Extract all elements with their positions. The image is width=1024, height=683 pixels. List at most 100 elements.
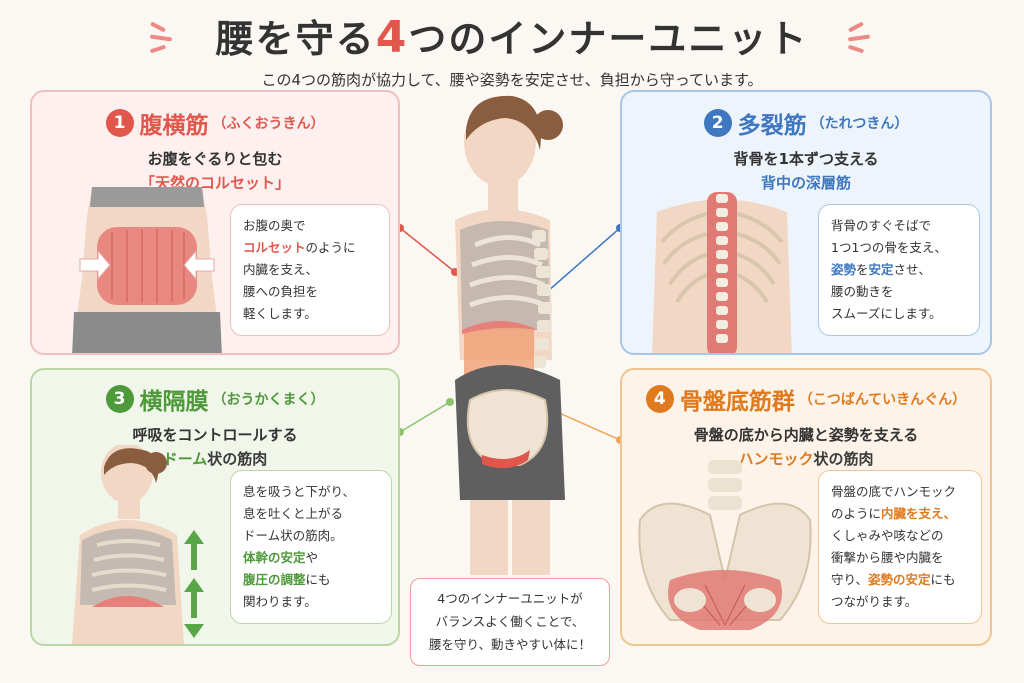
description-line: ドーム状の筋肉。 [243,525,379,547]
card-line1: お腹をぐるりと包む [147,150,283,168]
description-text: お腹の奥で [243,218,306,233]
decoration-lines-right [847,18,871,58]
description-line: 内臓を支え、 [243,259,377,281]
description-line: 背骨のすぐそばで [831,215,967,237]
line2-highlight: ドーム [162,450,208,468]
description-text: 腰の動きを [831,284,894,299]
description-line: 息を吸うと下がり、 [243,481,379,503]
description-line: 骨盤の底でハンモック [831,481,969,503]
description-text: 守り、 [831,572,869,587]
summary-line: 腰を守り、動きやすい体に！ [428,637,591,652]
card-title: 横隔膜 [139,389,209,415]
title-accent: 4 [375,12,409,63]
title-after: つのインナーユニット [408,17,809,61]
card-number: 4 [645,385,674,413]
line2-rest: 状の筋肉 [207,450,268,468]
description-text: 衝撃から腰や内臓を [831,550,944,565]
card-reading: （たれつきん） [810,116,909,132]
description-line: 軽くします。 [243,303,377,325]
spine-back-illustration [652,192,792,353]
card-line2: ドーム状の筋肉 [32,448,398,469]
abdomen-illustration [72,187,222,353]
description-line: 1つ1つの骨を支え、 [831,237,967,259]
description-line: くしゃみや咳などの [831,525,969,547]
description-text: 1つ1つの骨を支え、 [831,240,947,255]
diaphragm-illustration [72,445,184,644]
description-text: や [305,550,319,565]
description-text: スムーズにします。 [831,306,942,321]
pelvis-illustration [638,460,812,630]
description-line: 守り、姿勢の安定にも [831,569,969,591]
card-line2: 背中の深層筋 [760,174,851,192]
card-line1: 背骨を1本ずつ支える [733,150,879,168]
description-text: くしゃみや咳などの [831,528,944,543]
page-title: 腰を守る4つのインナーユニット [0,8,1024,63]
description-text: のように [831,506,882,521]
description-line: 腰の動きを [831,281,967,303]
description-line: 息を吐くと上がる [243,503,379,525]
highlight-text: 姿勢 [831,262,857,277]
highlight-text: 姿勢の安定 [868,572,931,587]
description-line: つながります。 [831,591,969,613]
description-text: させ、 [893,262,932,277]
header: 腰を守る4つのインナーユニット この4つの筋肉が協力して、腰や姿勢を安定させ、負… [0,8,1024,90]
card-reading: （こつばんていきんぐん） [798,392,967,408]
description-line: 腰への負担を [243,281,377,303]
card-reading: （ふくおうきん） [212,116,325,132]
card-title: 腹横筋 [139,113,209,139]
description-text: のように [305,240,356,255]
summary-line: バランスよく働くことで、 [435,614,585,629]
description-text: ドーム状の筋肉。 [243,528,343,543]
card-number: 1 [105,109,134,137]
card-number: 3 [105,385,134,413]
description-text: を [856,262,869,277]
up-down-arrows-icon [184,530,204,638]
summary-box: 4つのインナーユニットが バランスよく働くことで、 腰を守り、動きやすい体に！ [410,578,610,666]
description-line: スムーズにします。 [831,303,967,325]
card-line1: 骨盤の底から内臓と姿勢を支える [693,426,919,444]
description-line: 関わります。 [243,591,379,613]
card-reading: （おうかくまく） [212,392,325,408]
description-text: 背骨のすぐそばで [831,218,932,233]
card-line1: 呼吸をコントロールする [132,426,298,444]
line2-rest: 状の筋肉 [813,450,874,468]
highlight-text: 内臓を支え、 [881,506,957,521]
card-description: お腹の奥でコルセットのように内臓を支え、腰への負担を軽くします。 [230,204,390,336]
summary-line: 4つのインナーユニットが [437,591,583,606]
page-subtitle: この4つの筋肉が協力して、腰や姿勢を安定させ、負担から守っています。 [261,71,763,89]
description-text: 関わります。 [243,594,317,609]
highlight-text: 安定 [868,262,894,277]
card-line2: ハンモック状の筋肉 [622,448,990,469]
description-text: 息を吸うと下がり、 [243,484,356,499]
description-text: 骨盤の底でハンモック [831,484,957,499]
line2-highlight: ハンモック [738,450,814,468]
description-line: 体幹の安定や [243,547,379,569]
description-line: のように内臓を支え、 [831,503,969,525]
description-text: にも [305,572,331,587]
description-line: お腹の奥で [243,215,377,237]
highlight-text: コルセット [243,240,306,255]
description-text: 腰への負担を [243,284,319,299]
description-line: コルセットのように [243,237,377,259]
card-number: 2 [703,109,732,137]
card-title: 骨盤底筋群 [679,389,795,415]
card-title: 多裂筋 [737,113,807,139]
card-description: 息を吸うと下がり、息を吐くと上がるドーム状の筋肉。体幹の安定や腹圧の調整にも関わ… [230,470,392,624]
highlight-text: 体幹の安定 [243,550,306,565]
decoration-lines-left [149,18,173,58]
central-body-illustration [400,95,620,575]
title-before: 腰を守る [215,17,376,61]
description-line: 腹圧の調整にも [243,569,379,591]
card-description: 骨盤の底でハンモックのように内臓を支え、くしゃみや咳などの衝撃から腰や内臓を守り… [818,470,982,624]
description-text: 軽くします。 [243,306,317,321]
description-text: にも [930,572,956,587]
card-description: 背骨のすぐそばで 1つ1つの骨を支え、姿勢を安定させ、腰の動きをスムーズにします。 [818,204,980,336]
